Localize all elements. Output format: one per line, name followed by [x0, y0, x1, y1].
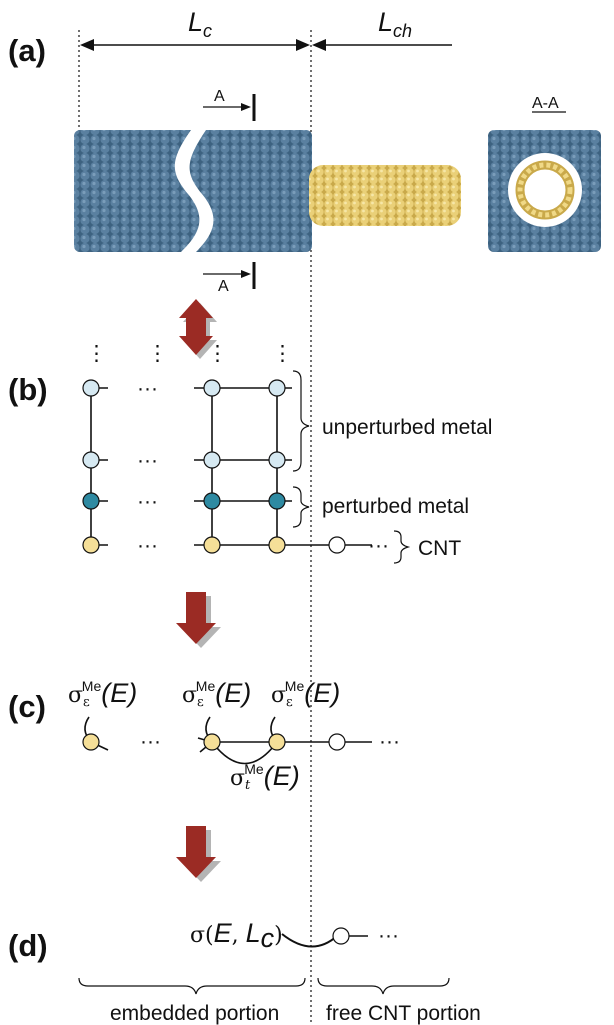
svg-text:···: ···	[378, 924, 399, 947]
svg-text:···: ···	[137, 490, 158, 513]
lch-subscript: ch	[393, 21, 412, 41]
vdots-col2: ⋮	[147, 342, 168, 365]
panel-label-d: (d)	[8, 928, 48, 963]
unperturbed-node	[82, 451, 100, 469]
sigma-t: σtMe(E)	[230, 761, 300, 793]
cnt-node	[203, 733, 221, 751]
svg-text:···: ···	[137, 377, 158, 400]
channel-length-dimension: Lch	[312, 7, 452, 51]
unperturbed-node	[203, 451, 221, 469]
cnt-node	[82, 536, 100, 554]
lc-symbol: L	[188, 7, 203, 37]
sigma-eps-3: σεMe(E)	[271, 678, 340, 710]
break-mark	[174, 130, 214, 252]
panel-label-a: (a)	[8, 33, 46, 68]
down-arrow-icon	[176, 592, 221, 648]
lc-subscript: c	[203, 21, 212, 41]
svg-text:···: ···	[137, 534, 158, 557]
svg-text:Lc: Lc	[188, 7, 212, 41]
unperturbed-node	[82, 379, 100, 397]
brace-perturbed: perturbed metal	[292, 486, 469, 528]
cnt-node	[268, 733, 286, 751]
down-arrow-icon	[176, 826, 221, 882]
perturbed-node	[268, 492, 286, 510]
unperturbed-node	[203, 379, 221, 397]
brace-cnt: CNT	[393, 530, 461, 564]
svg-text:···: ···	[379, 730, 400, 753]
perturbed-label: perturbed metal	[322, 495, 469, 518]
free-cnt-node	[332, 927, 350, 945]
lattice-model: ⋮ ⋮ ⋮ ⋮ ··· ··· ··· ··· ···	[82, 342, 389, 557]
embedded-portion-brace: embedded portion	[78, 977, 306, 1025]
sigma-eps-2: σεMe(E)	[182, 678, 251, 710]
cnt-node	[268, 536, 286, 554]
section-cut-top: A	[203, 88, 256, 121]
cnt-label: CNT	[418, 537, 461, 560]
cnt-node	[203, 536, 221, 554]
panel-label-c: (c)	[8, 689, 46, 724]
svg-text:A-A: A-A	[532, 95, 559, 112]
double-arrow-icon	[179, 299, 217, 359]
effective-self-energy: σ(E, Lc) ···	[190, 918, 399, 953]
sigma-total-label: σ(E, Lc)	[190, 918, 283, 953]
cnt-node	[82, 733, 100, 751]
perturbed-node	[203, 492, 221, 510]
vdots-col4: ⋮	[272, 342, 293, 365]
embedded-portion-label: embedded portion	[110, 1002, 279, 1025]
svg-text:A: A	[214, 88, 225, 105]
sigma-eps-1: σεMe(E)	[68, 678, 137, 710]
vdots-col1: ⋮	[86, 342, 107, 365]
free-portion-label: free CNT portion	[326, 1002, 481, 1025]
panel-label-b: (b)	[8, 372, 48, 407]
free-cnt-node	[328, 536, 346, 554]
svg-text:···: ···	[137, 449, 158, 472]
contact-length-dimension: Lc	[80, 7, 310, 51]
section-cut-bottom: A	[203, 262, 256, 295]
free-portion-brace: free CNT portion	[317, 977, 481, 1025]
unperturbed-node	[268, 451, 286, 469]
svg-text:···: ···	[368, 534, 389, 557]
lch-symbol: L	[378, 7, 393, 37]
cnt-tube	[309, 165, 461, 226]
perturbed-node	[82, 492, 100, 510]
svg-text:Lch: Lch	[378, 7, 412, 41]
svg-text:···: ···	[140, 730, 161, 753]
self-energy-model: σεMe(E) σεMe(E) σεMe(E) σtMe(E) ··· ···	[68, 678, 400, 793]
svg-text:A: A	[218, 278, 229, 295]
unperturbed-node	[268, 379, 286, 397]
brace-unperturbed: unperturbed metal	[292, 370, 492, 472]
cross-section-view: A-A	[488, 95, 601, 252]
metal-slab	[74, 130, 312, 252]
vdots-col3: ⋮	[207, 342, 228, 365]
free-cnt-node	[328, 733, 346, 751]
unperturbed-label: unperturbed metal	[322, 416, 492, 439]
